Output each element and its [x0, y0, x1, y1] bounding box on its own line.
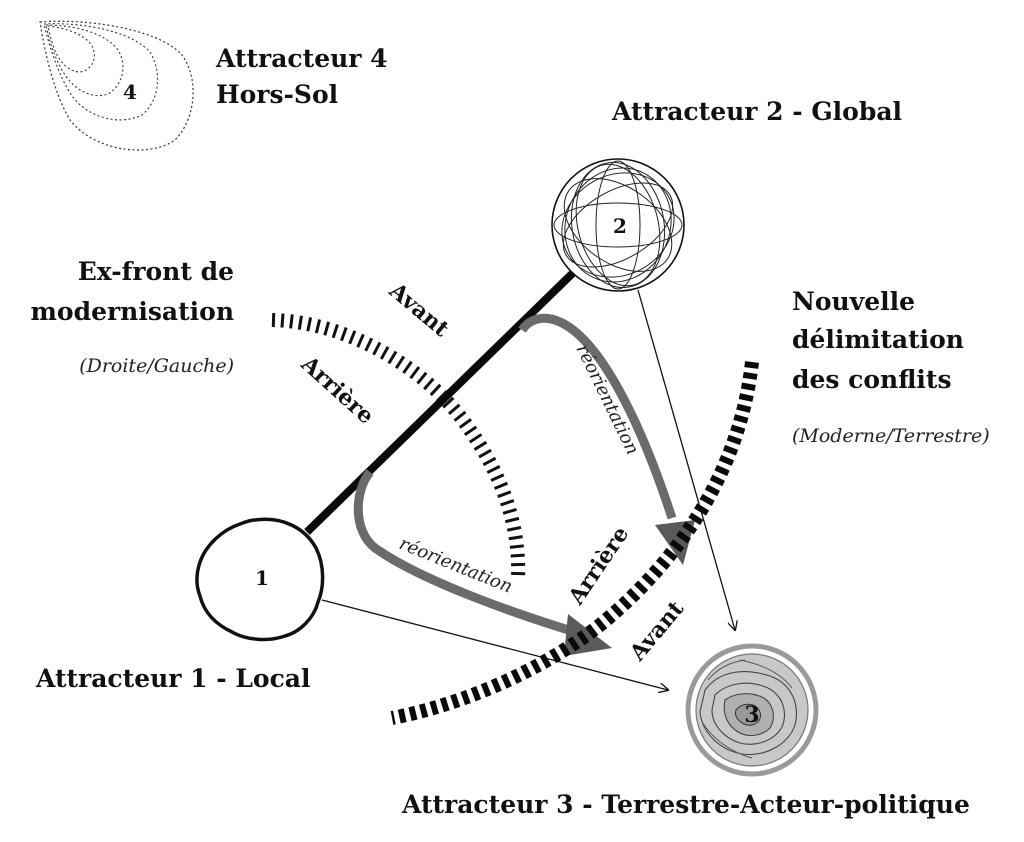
- old-front-title-line1: Ex-front de: [78, 257, 234, 286]
- global-to-terrestrial-arrow: [637, 289, 735, 630]
- attractor-3-label: Attracteur 3 - Terrestre-Acteur-politiqu…: [401, 790, 970, 819]
- attractor-4-number: 4: [123, 80, 137, 104]
- old-modernisation-front-line: [271, 313, 526, 579]
- new-front-forward-label: Avant: [624, 595, 690, 666]
- attractor-4-label: Attracteur 4: [215, 44, 388, 73]
- attractor-2-number: 2: [613, 214, 627, 238]
- reorientation-arrowhead-local: [564, 614, 612, 656]
- old-front-title-line2: modernisation: [30, 297, 234, 326]
- old-front-subtitle: (Droite/Gauche): [79, 355, 234, 377]
- local-to-terrestrial-arrow: [321, 599, 668, 690]
- old-front-backward-label: Arrière: [295, 350, 379, 429]
- attractor-2-global-globe: 2: [551, 158, 685, 292]
- new-conflict-delimitation-line: [390, 361, 759, 725]
- attractor-1-number: 1: [255, 566, 269, 590]
- attractor-1-label: Attracteur 1 - Local: [35, 664, 311, 693]
- new-front-subtitle: (Moderne/Terrestre): [792, 425, 990, 447]
- new-front-title-line3: des conflits: [792, 365, 952, 394]
- reorientation-label-upper: réorientation: [572, 341, 644, 458]
- reorientation-arrow-global: [518, 313, 677, 520]
- attractor-1-local-shape: 1: [195, 517, 325, 642]
- attractor-4-hors-sol-symbol: 4: [39, 20, 194, 151]
- new-front-title-line2: délimitation: [792, 325, 964, 354]
- reorientation-arrow-local: [353, 469, 577, 637]
- attractor-3-number: 3: [744, 702, 759, 728]
- old-front-forward-label: Avant: [383, 277, 454, 343]
- new-front-title-line1: Nouvelle: [792, 287, 915, 316]
- attractor-2-label: Attracteur 2 - Global: [611, 97, 902, 126]
- local-global-axis: [304, 265, 581, 535]
- attractor-4-sublabel: Hors-Sol: [216, 80, 338, 109]
- attractor-3-terrestrial-disc: 3: [685, 643, 819, 777]
